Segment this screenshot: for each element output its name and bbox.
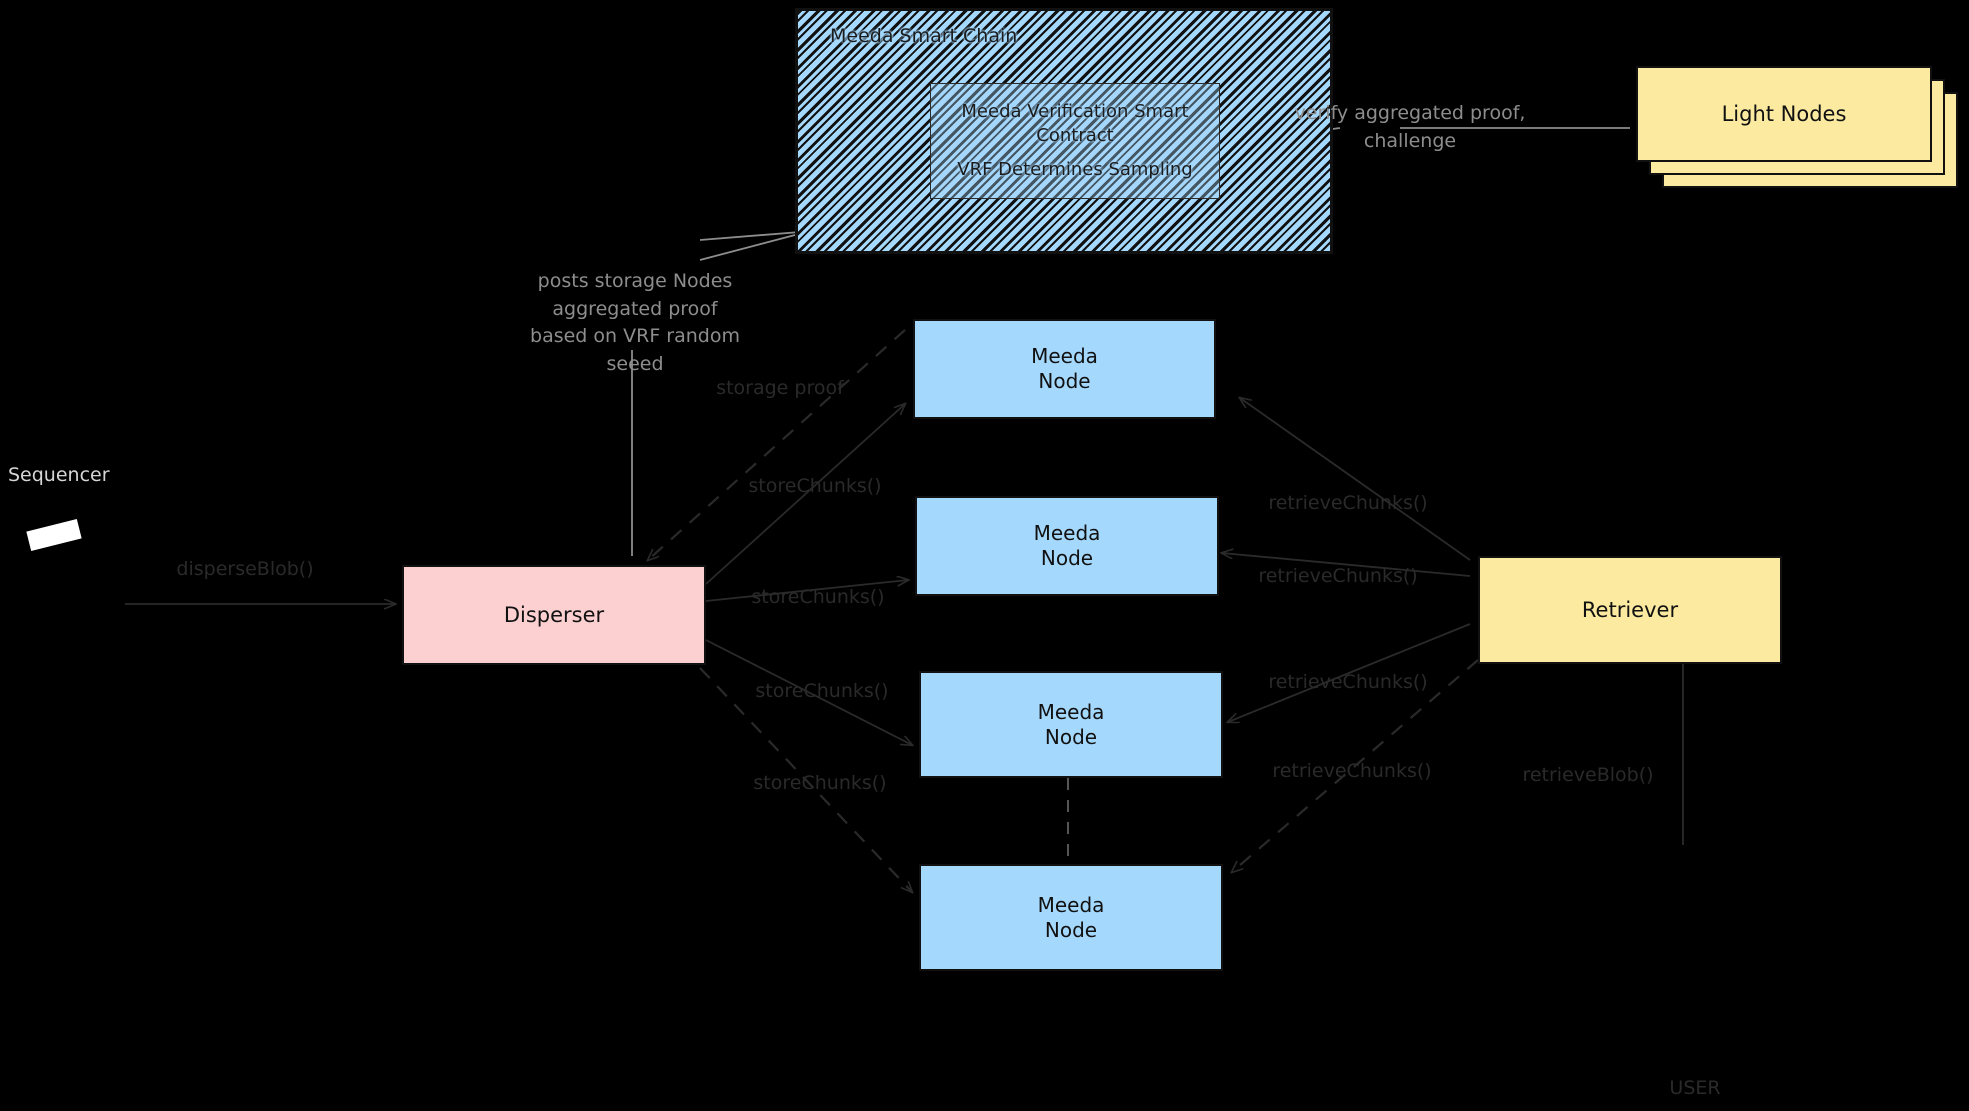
meeda-node-3-label: Meeda Node [1038, 700, 1105, 750]
meeda-node-3-line1: Meeda [1037, 699, 1105, 724]
edge-store-chunks-2 [705, 580, 908, 602]
contract-line-2: Contract [1036, 124, 1114, 146]
meeda-node-2-line1: Meeda [1033, 521, 1101, 545]
disperser-label: Disperser [503, 602, 605, 627]
meeda-node-4-label: Meeda Node [1038, 893, 1105, 943]
light-node-card-front[interactable]: Light Nodes [1636, 66, 1932, 162]
meeda-node-2-label: Meeda Node [1034, 521, 1101, 571]
meeda-node-1-label: Meeda Node [1031, 344, 1098, 394]
edge-smartchain-to-disperser [699, 234, 796, 261]
edge-retrieve-chunks-4 [1232, 659, 1479, 872]
edge-retrieve-chunks-2 [1222, 553, 1471, 577]
contract-line-3: VRF Determines Sampling [957, 159, 1193, 181]
meeda-node-4-line2: Node [1044, 917, 1098, 942]
meeda-node-1[interactable]: Meeda Node [913, 319, 1216, 419]
edge-retrieve-chunks-3 [1228, 623, 1471, 722]
meeda-node-2[interactable]: Meeda Node [915, 496, 1219, 596]
meeda-node-1-line2: Node [1038, 369, 1091, 393]
retriever-node[interactable]: Retriever [1478, 556, 1782, 664]
retriever-label: Retriever [1581, 597, 1679, 622]
meeda-node-3-line2: Node [1044, 724, 1098, 749]
verification-smart-contract[interactable]: Meeda Verification Smart Contract VRF De… [930, 83, 1220, 199]
light-nodes-stack[interactable]: Light Nodes [1636, 66, 1966, 188]
meeda-node-2-line2: Node [1040, 546, 1094, 570]
smart-chain-title: Meeda Smart Chain [830, 25, 1018, 47]
contract-line-1: Meeda Verification Smart [961, 100, 1189, 122]
meeda-node-4[interactable]: Meeda Node [919, 864, 1223, 971]
edge-posts-aggregated-proof-tail [699, 231, 801, 241]
meeda-node-4-line1: Meeda [1037, 892, 1105, 917]
edge-storage-proof [648, 329, 906, 560]
edge-store-chunks-1 [705, 404, 905, 585]
light-nodes-label: Light Nodes [1721, 102, 1847, 126]
meeda-node-1-line1: Meeda [1031, 344, 1098, 368]
meeda-node-3[interactable]: Meeda Node [919, 671, 1223, 778]
edge-store-chunks-3 [705, 639, 912, 745]
meeda-smart-chain-container: Meeda Smart Chain Meeda Verification Sma… [795, 8, 1333, 254]
edge-retrieve-chunks-1 [1240, 398, 1471, 561]
edge-store-chunks-4 [699, 667, 912, 892]
disperser-node[interactable]: Disperser [402, 565, 706, 665]
